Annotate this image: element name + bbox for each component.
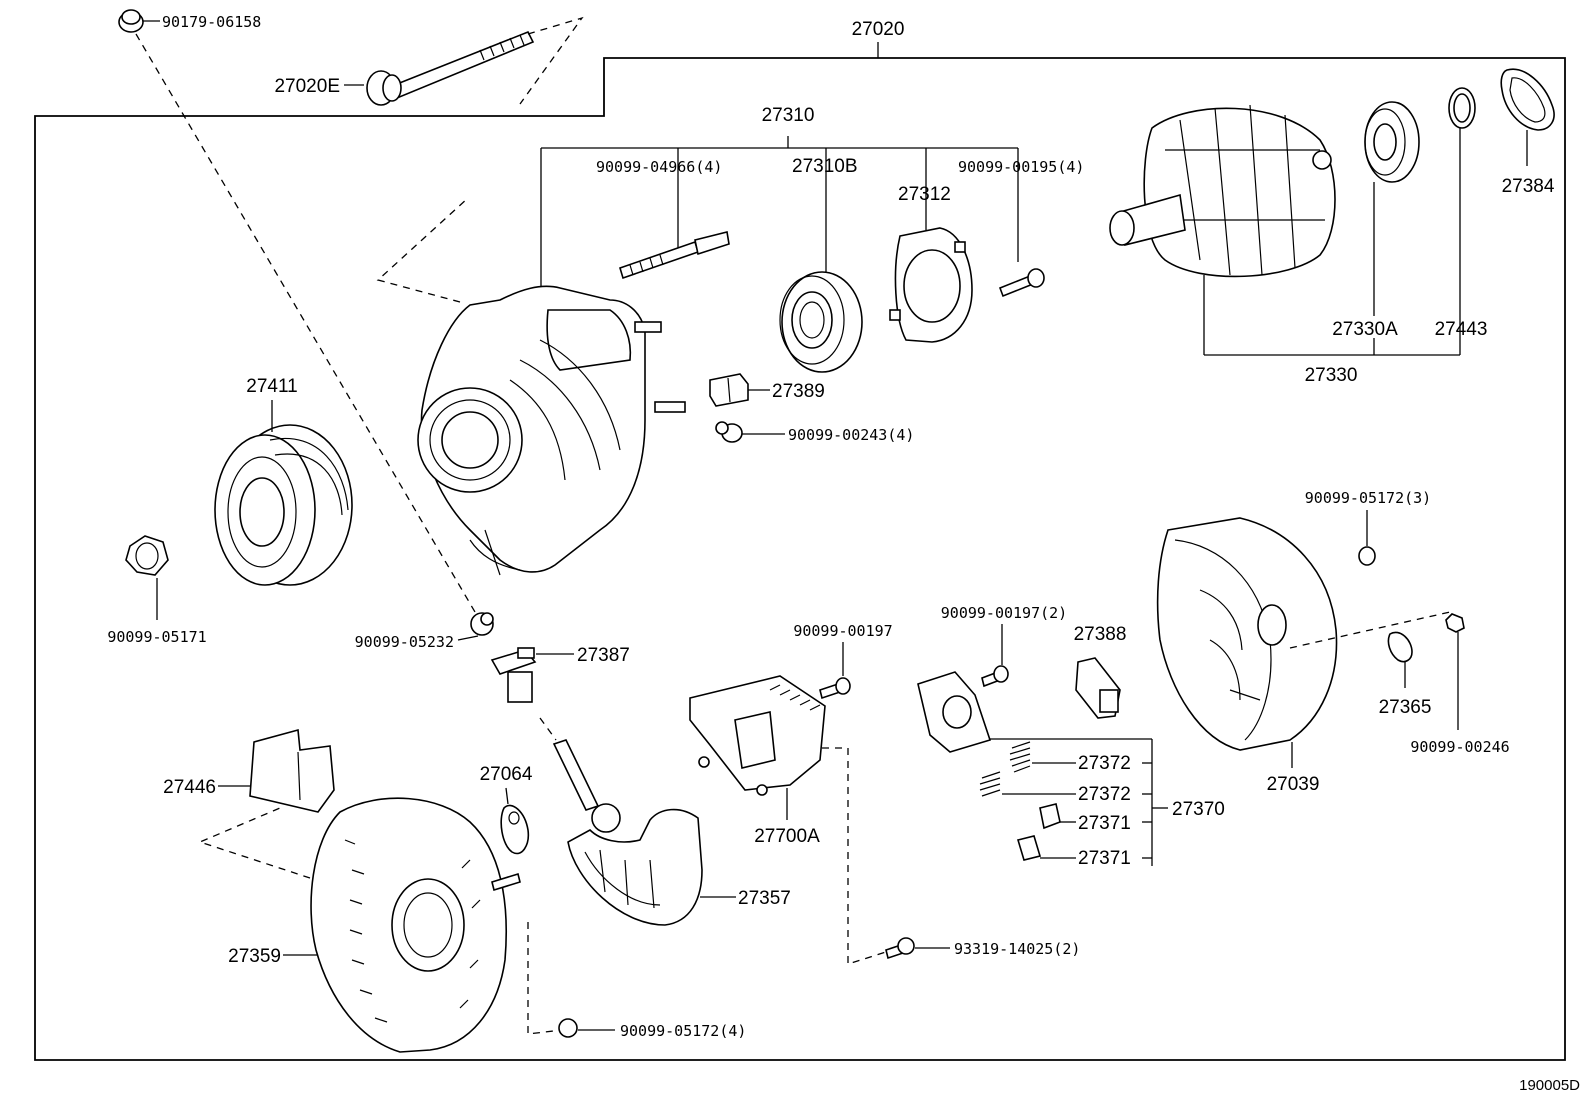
callout-27387: 27387 [577,645,630,666]
drive-end-frame-housing [417,285,686,576]
callout-90099-00197: 90099-00197 [793,622,892,640]
callout-27020: 27020 [852,19,905,40]
callout-27443: 27443 [1435,319,1488,340]
callout-93319-14025: 93319-14025(2) [954,940,1080,958]
nut-90099-05232 [470,612,494,636]
callout-90099-05171: 90099-05171 [107,628,206,646]
retainer-plate-27312 [889,227,973,343]
callout-27371-a: 27371 [1078,813,1131,834]
callout-27310B: 27310B [792,156,858,177]
callout-27370: 27370 [1172,799,1225,820]
rectifier-end-frame-27359 [310,797,521,1053]
callout-27357: 27357 [738,888,791,909]
callout-90099-05232: 90099-05232 [355,633,454,651]
voltage-regulator-27700A [689,675,826,796]
brush-27371-b [1016,835,1042,861]
washer-27443 [1448,87,1476,129]
rear-end-cover-27039 [1156,517,1338,751]
callout-90099-04966: 90099-04966(4) [596,158,722,176]
callout-90099-00246: 90099-00246 [1410,738,1509,756]
gasket-27064 [500,804,530,855]
pulley-27411 [214,424,353,586]
leader-90099-05232 [457,635,479,641]
housing-dash-guide [376,197,469,303]
bracket-27370 [990,738,1168,866]
callout-90179-06158: 90179-06158 [162,13,261,31]
brush-27371-a [1039,803,1061,830]
callout-90099-00243: 90099-00243(4) [788,426,914,444]
screw-90099-00197 [819,677,851,700]
spring-27372-a [1009,741,1031,773]
bolt-dash-guide [519,16,584,105]
callout-27700A: 27700A [754,826,820,847]
callout-27411: 27411 [246,376,297,397]
assembly-27020-frame [34,57,1566,1061]
brush-cover-27388 [1075,657,1121,719]
screw-93319-14025 [885,937,915,960]
rectifier-holder-27357 [552,739,703,926]
callout-27371-b: 27371 [1078,848,1131,869]
callout-27372-a: 27372 [1078,753,1131,774]
terminal-cover-27446 [249,728,335,813]
callout-27365: 27365 [1379,697,1432,718]
callout-27312: 27312 [898,184,951,205]
bearing-27310B [779,271,863,373]
callout-27330: 27330 [1305,365,1358,386]
screw-93319-dash-guide [822,747,887,965]
nut-90099-00243 [715,421,743,443]
callout-27064: 27064 [480,764,533,785]
screw-90099-00246 [1445,613,1465,633]
callout-27310: 27310 [762,105,815,126]
nut-dash-guide-bottom [527,922,563,1035]
callout-27389: 27389 [772,381,825,402]
callout-27384: 27384 [1502,176,1555,197]
bracket-27330 [1203,128,1461,356]
insulator-plate-27365 [1387,631,1413,663]
callout-27388: 27388 [1074,624,1127,645]
nut-90179-06158 [118,9,144,33]
callout-27359: 27359 [228,946,281,967]
callout-90099-05172-3: 90099-05172(3) [1305,489,1431,507]
nut-90099-05172-4 [558,1018,578,1038]
callout-90099-00195: 90099-00195(4) [958,158,1084,176]
spring-27372-b [979,771,1001,797]
leader-27064 [505,787,509,805]
rotor-27330A [1109,104,1336,278]
callout-27020E: 27020E [274,76,340,97]
callout-90099-05172-4: 90099-05172(4) [620,1022,746,1040]
through-bolt-27020E [366,30,535,106]
brush-holder-27370 [917,671,992,753]
bearing-27330A [1364,101,1420,183]
nut-90099-05171 [125,535,169,576]
end-frame-dash-guide [198,807,311,879]
bracket-27310 [540,136,1019,290]
screw-90099-00197-2 [981,665,1009,688]
callout-90099-00197-2: 90099-00197(2) [941,604,1067,622]
screw-90099-00195 [998,268,1045,298]
nut-90099-05172-3 [1358,546,1376,566]
cover-27384 [1500,68,1555,131]
diagram-code: 190005D [1519,1077,1580,1094]
stud-90099-04966 [619,231,730,280]
plate-dash-guide [1289,611,1451,649]
terminal-27387 [490,647,537,703]
callout-27372-b: 27372 [1078,784,1131,805]
callout-27039: 27039 [1267,774,1320,795]
callout-27446: 27446 [163,777,216,798]
terminal-dash-guide [539,717,557,741]
terminal-insulator-27389 [709,373,749,407]
callout-27330A: 27330A [1332,319,1398,340]
